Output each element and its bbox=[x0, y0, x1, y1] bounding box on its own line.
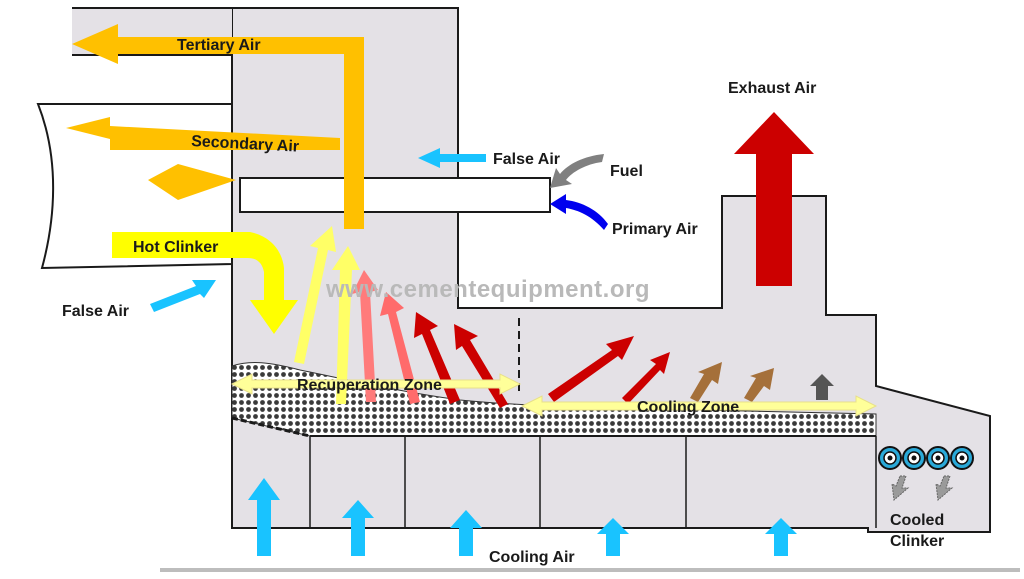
hot-clinker-label: Hot Clinker bbox=[133, 239, 218, 256]
secondary-air-label: Secondary Air bbox=[191, 133, 300, 156]
grate-slope bbox=[231, 416, 311, 438]
roller-icon bbox=[950, 446, 974, 470]
cooling-zone-arrow bbox=[520, 395, 878, 417]
cooling-air-arrows bbox=[248, 478, 797, 556]
recuperation-zone-label: Recuperation Zone bbox=[297, 377, 442, 394]
hot-clinker-arrow bbox=[112, 232, 298, 334]
false-air-top-label: False Air bbox=[493, 151, 560, 168]
roller-icon bbox=[878, 446, 902, 470]
cooling-gas-arrows bbox=[548, 336, 834, 404]
fuel-arrow bbox=[550, 154, 604, 188]
roller-icon bbox=[902, 446, 926, 470]
flame-icon bbox=[148, 164, 236, 200]
watermark: www.cementequipment.org bbox=[325, 276, 650, 303]
primary-air-label: Primary Air bbox=[612, 221, 698, 238]
grate-chambers bbox=[309, 436, 877, 528]
crusher-rollers bbox=[878, 446, 974, 470]
exhaust-air-arrow bbox=[734, 112, 814, 286]
cooling-zone-label: Cooling Zone bbox=[637, 399, 739, 416]
cooled-clinker-arrows bbox=[891, 475, 954, 501]
false-air-left-arrow bbox=[150, 280, 216, 312]
roller-icon bbox=[926, 446, 950, 470]
cooled-label: Cooled bbox=[890, 512, 944, 529]
tertiary-air-arrow bbox=[72, 24, 364, 229]
tertiary-air-label: Tertiary Air bbox=[177, 37, 261, 54]
cooling-air-label: Cooling Air bbox=[489, 549, 575, 566]
fuel-label: Fuel bbox=[610, 163, 643, 180]
false-air-left-label: False Air bbox=[62, 303, 129, 320]
false-air-top-arrow bbox=[418, 148, 486, 168]
secondary-air-rising-arrows bbox=[294, 226, 360, 404]
burner-pipe bbox=[239, 177, 551, 213]
primary-air-arrow bbox=[550, 194, 608, 230]
clinker-label: Clinker bbox=[890, 533, 944, 550]
exhaust-air-label: Exhaust Air bbox=[728, 80, 816, 97]
recuperation-zone-arrow bbox=[230, 373, 522, 395]
secondary-air-arrow bbox=[66, 117, 340, 150]
